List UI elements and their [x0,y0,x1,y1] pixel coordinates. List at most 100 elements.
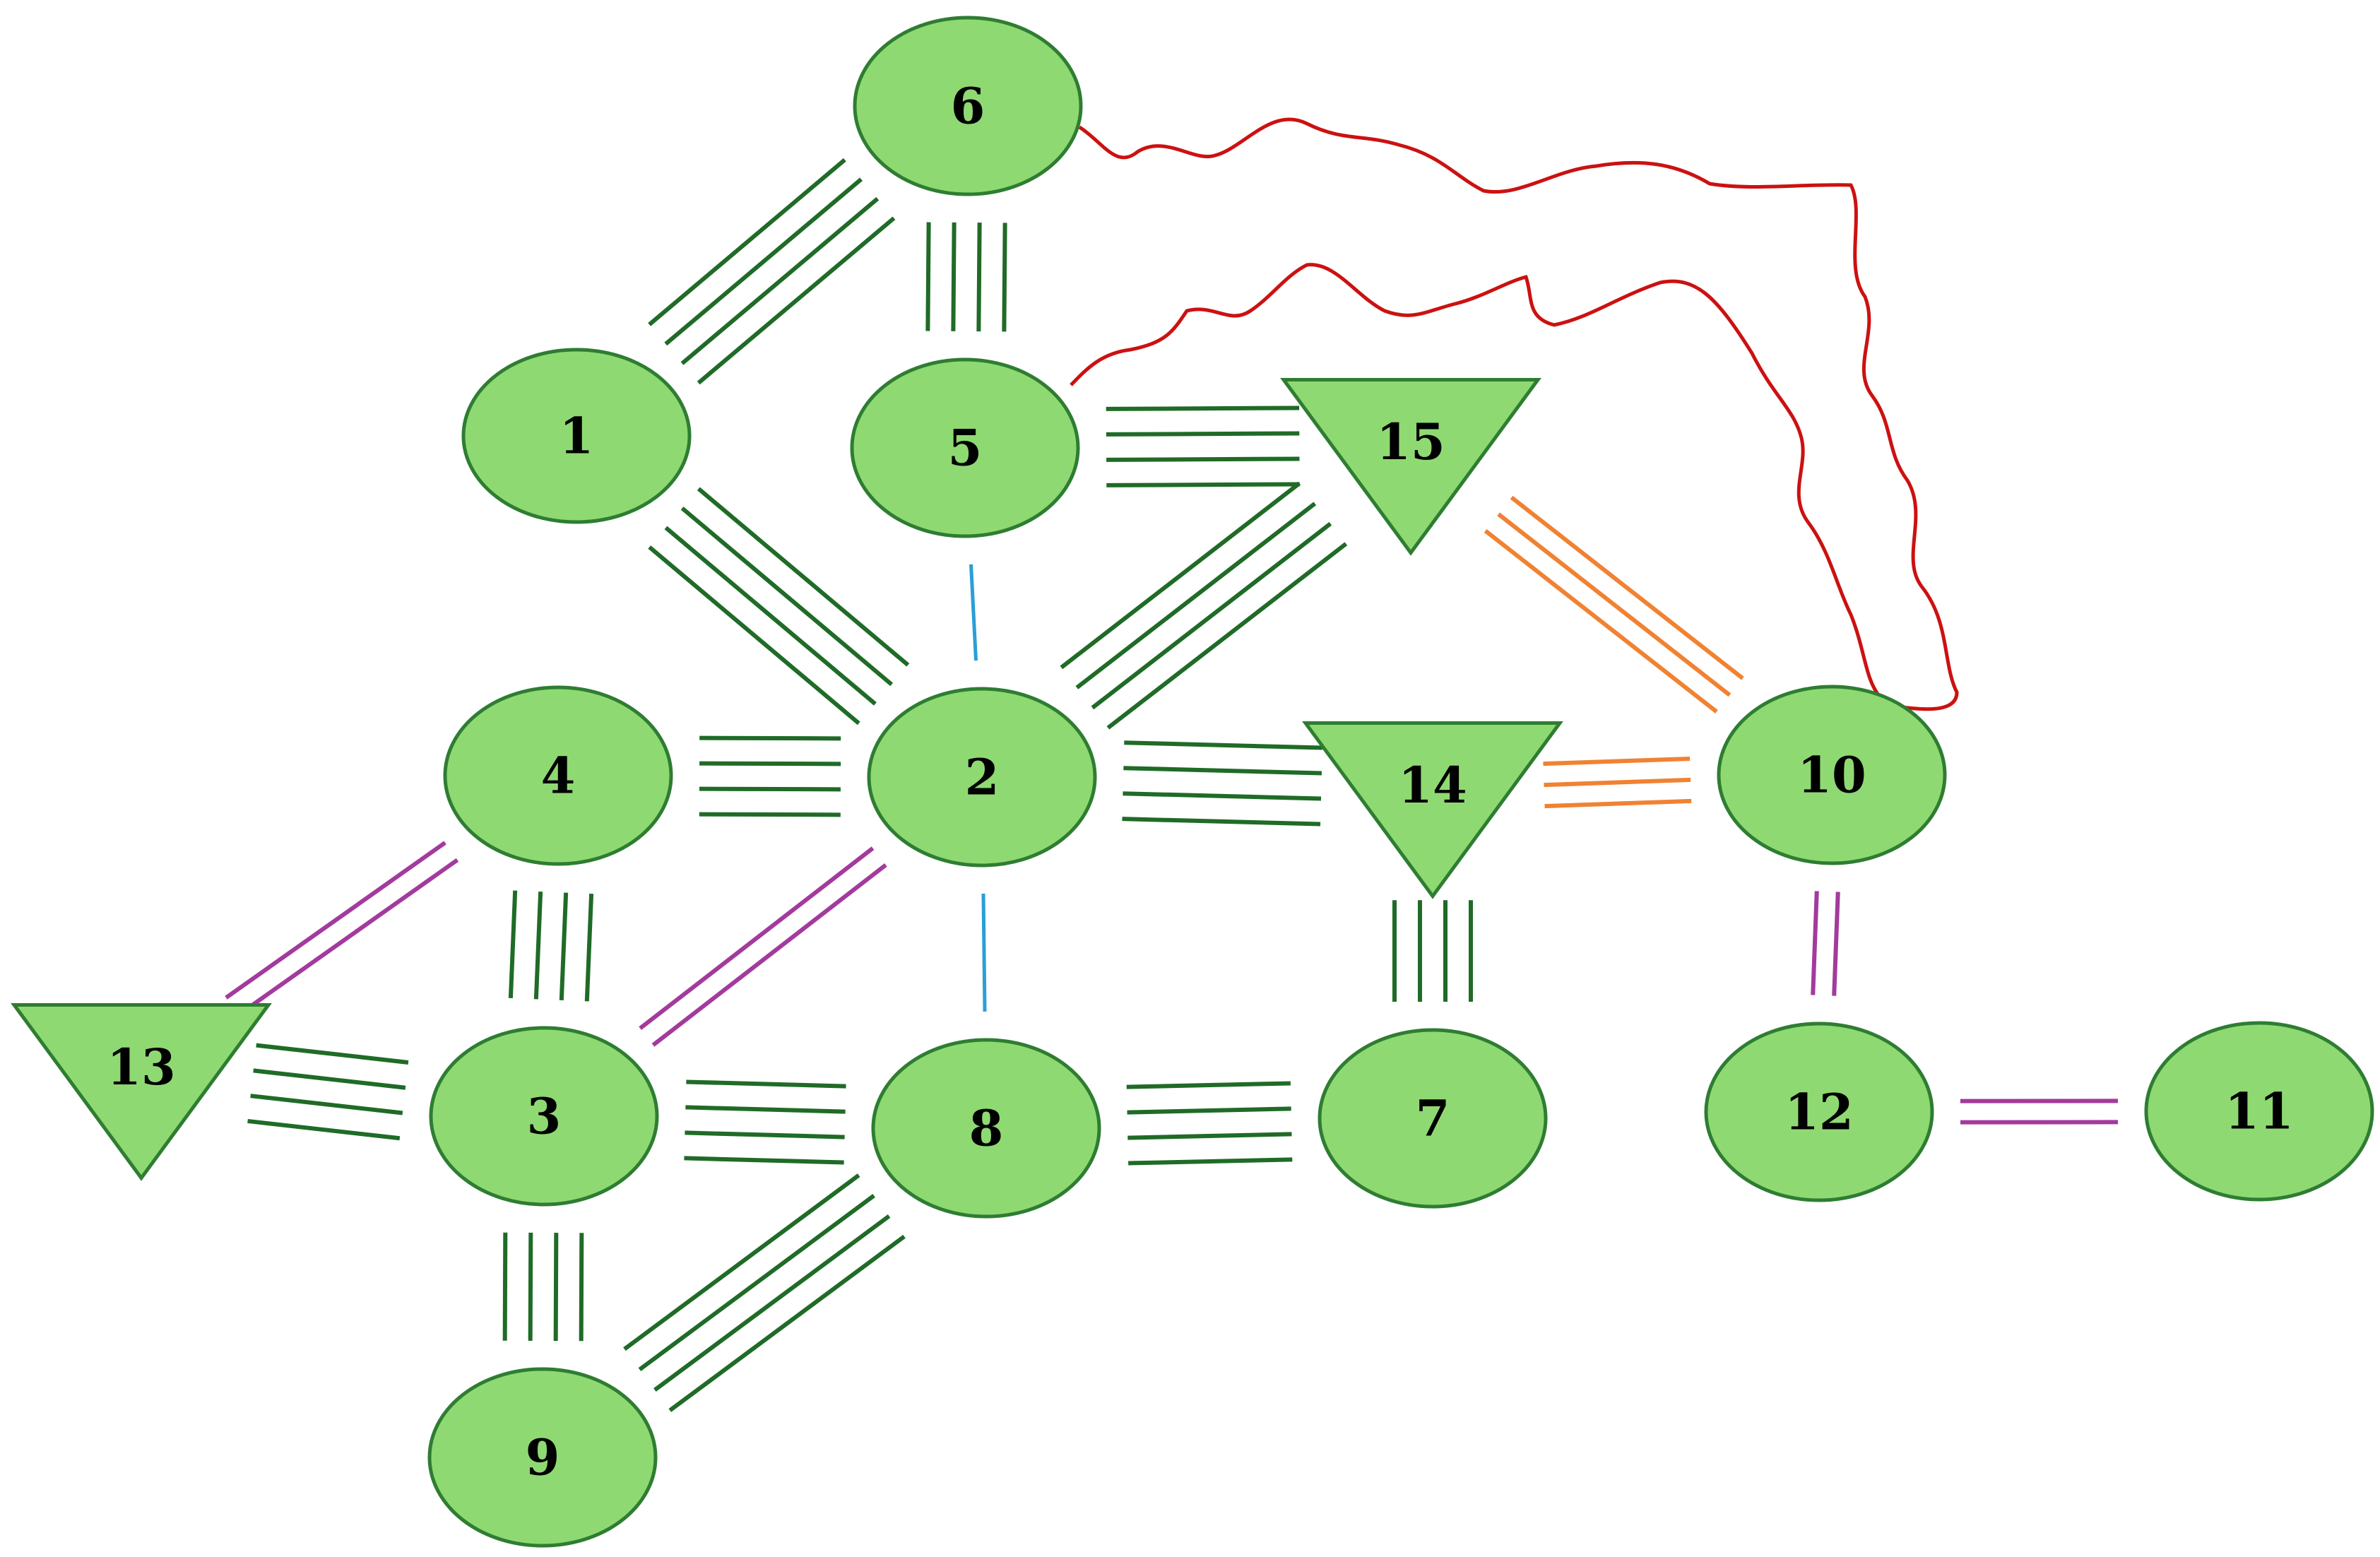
edge-line [976,223,982,332]
edge-5-15 [1106,405,1300,487]
edge-line [981,893,987,1012]
node-label: 8 [969,1099,1004,1158]
edge-line [250,1094,403,1115]
edge-2-8 [981,893,987,1012]
edge-2-14 [1122,740,1322,827]
edge-line [951,222,957,331]
edge-6-5 [925,222,1007,332]
node-label: 7 [1416,1089,1450,1148]
edge-line [686,1079,846,1089]
edge-15-10 [1484,495,1744,714]
edge-5-10 [1070,263,1881,697]
edge-line [699,735,841,741]
node-4: 4 [443,685,673,866]
node-1: 1 [461,348,692,524]
edge-line [1122,817,1321,827]
edge-line [685,1130,845,1139]
edge-line [699,786,841,792]
edges-layer [225,117,2119,1412]
edge-line [1484,528,1718,714]
edge-10-12 [1811,891,1840,996]
edge-line [533,892,543,1000]
edge-1-2 [648,487,910,726]
edge-line [1070,263,1881,697]
edge-line [1832,892,1840,996]
edge-5-2 [969,564,978,661]
edge-line [1075,502,1317,689]
edge-line [1497,512,1731,697]
edge-4-2 [699,735,841,817]
edge-line [1091,521,1332,710]
edge-line [1127,1106,1291,1115]
edge-6-10 [1078,117,1959,711]
ellipse-node-shape [871,1038,1101,1219]
edge-line [1106,431,1300,437]
edge-8-7 [1126,1081,1293,1166]
ellipse-node-shape [2144,1021,2374,1202]
edge-line [680,507,894,687]
edge-line [697,216,896,385]
edge-line [668,1234,906,1412]
edge-line [1124,740,1322,750]
edge-13-3 [247,1043,409,1141]
edge-8-9 [623,1173,906,1412]
edge-line [1510,495,1744,680]
node-label: 11 [2225,1082,2293,1141]
node-12: 12 [1704,1022,1934,1202]
ellipse-node-shape [1318,1028,1548,1209]
node-9: 9 [427,1367,658,1548]
edge-line [225,841,446,1000]
edge-12-11 [1960,1099,2119,1125]
edge-line [664,177,863,346]
edge-line [584,894,594,1002]
ellipse-node-shape [853,16,1083,196]
node-3: 3 [429,1026,659,1207]
node-7: 7 [1318,1028,1548,1209]
edge-line [1543,756,1691,766]
edge-line [664,526,877,706]
edge-14-7 [1392,900,1473,1002]
edge-line [1060,481,1301,670]
node-label: 9 [526,1428,560,1487]
edge-line [639,846,875,1031]
edge-2-3 [639,846,887,1047]
edge-15-2 [1060,481,1348,730]
edge-line [1544,777,1691,788]
node-10: 10 [1717,685,1947,865]
node-label: 13 [107,1038,175,1096]
edge-line [1002,223,1007,332]
edge-line [579,1233,584,1342]
ellipse-node-shape [1717,685,1947,865]
ellipse-node-shape [443,685,673,866]
ellipse-node-shape [429,1026,659,1207]
edge-line [685,1105,846,1114]
edge-line [684,1156,844,1165]
ellipse-node-shape [867,687,1097,868]
edge-14-10 [1543,756,1692,809]
edge-line [651,863,887,1047]
edge-line [1127,1132,1292,1140]
node-label: 6 [951,77,985,136]
ellipse-node-shape [1704,1022,1934,1202]
triangle-node-shape [11,1003,272,1181]
edge-line [559,892,569,1000]
ellipse-node-shape [427,1367,658,1548]
edge-line [237,858,459,1017]
edge-line [648,158,846,326]
node-label: 10 [1797,746,1866,805]
edge-4-13 [225,841,459,1017]
edge-line [1811,891,1819,995]
edge-3-8 [684,1079,846,1165]
node-label: 15 [1376,413,1445,471]
edge-line [1126,1081,1291,1089]
node-label: 2 [965,748,1000,807]
edge-line [680,196,880,365]
edge-line [1078,117,1959,711]
node-6: 6 [853,16,1083,196]
node-15: 15 [1280,378,1541,556]
node-2: 2 [867,687,1097,868]
edge-line [623,1173,860,1351]
node-8: 8 [871,1038,1101,1219]
